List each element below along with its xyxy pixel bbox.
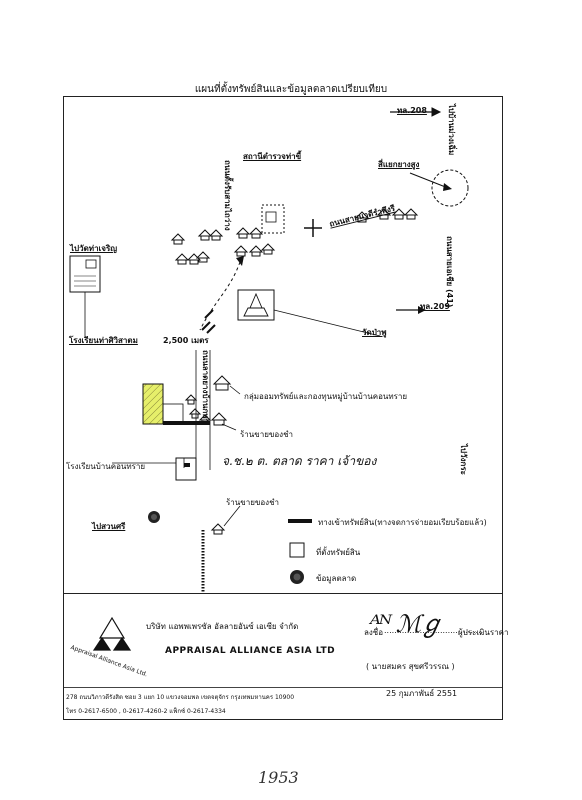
school-top-label: โรงเรียนท่าศิวิสาตม: [69, 336, 138, 345]
company-name-thai: บริษัท แอพพเพรซัล อัลลายอันซ์ เอเซีย จำก…: [146, 622, 299, 631]
to-suan-sri-label: ไปสวนศรี: [92, 522, 126, 531]
handwritten-note: จ.ช.๒ ต. ตลาด ราคา เจ้าของ: [222, 454, 377, 468]
sign-prefix: ลงชื่อ: [364, 628, 384, 637]
crossroad-plus: [304, 219, 322, 237]
property-parcel: [142, 383, 164, 425]
appraiser-name: ( นายสมคร สุขศรีวรรณ ): [366, 662, 455, 671]
map-title: แผนที่ตั้งทรัพย์สินและข้อมูลตลาดเปรียบเท…: [194, 84, 388, 95]
temple-icon: [237, 289, 275, 321]
to-surin-label: ไปวังกระ: [459, 444, 468, 475]
distance-label: 2,500 เมตร: [163, 336, 209, 345]
legend-market-data-label: ข้อมูลตลาด: [316, 574, 357, 583]
signature: ᴬᴺ ℳℊ: [370, 610, 443, 638]
junction-circle: [431, 169, 469, 207]
highway-41-label: ถนนสายเอเชีย (41): [445, 236, 454, 308]
shop-1-house: [210, 412, 228, 426]
house-cluster-top: [170, 208, 419, 265]
temple-label: วัดป่าพู: [362, 328, 387, 337]
school-building-icon: [175, 457, 197, 481]
road-209-label: ทล.209: [420, 302, 450, 311]
road-208-label: ทล.208: [397, 106, 427, 115]
market-data-marker-1: [148, 511, 160, 523]
footer-divider: [64, 687, 502, 688]
village-road-label: ถนนตั้งรับสามไถว่าง: [223, 160, 232, 231]
savings-group-house: [212, 375, 232, 391]
map-frame: [63, 96, 503, 594]
police-station-label: สถานีตำรวจท่าขี้: [243, 152, 302, 161]
junction-label: สี่แยกยางสูง: [378, 160, 420, 169]
lane-road-label: ถนนลาดยางบ้านกพว: [201, 350, 210, 424]
wat-building-icon: [69, 255, 101, 293]
legend-property-label: ที่ตั้งทรัพย์สิน: [316, 548, 361, 557]
legend-access-road-label: ทางเข้าทรัพย์สิน(ทางจดการจ่ายอมเรียบร้อย…: [318, 518, 487, 527]
shop-2-label: ร้านขายของชำ: [226, 498, 280, 507]
shop-2-house: [210, 523, 226, 535]
to-wat-label: ไปวัดท่าเจริญ: [70, 244, 118, 253]
company-address: 278 ถนนวิภาวดีรังสิต ซอย 3 แยก 10 แขวงจอ…: [66, 694, 295, 701]
school-bottom-label: โรงเรียนบ้านคอนทราย: [66, 462, 146, 471]
company-logo: [92, 616, 132, 651]
dashed-route: [199, 261, 241, 331]
road-208-arrow: [390, 107, 442, 117]
report-date: 25 กุมภาพันธ์ 2551: [386, 689, 458, 698]
to-ban-muang-label: ไปบ้านม่วงเฉิ่ม: [447, 104, 456, 156]
savings-group-label: กลุ่มออมทรัพย์และกองทุนหมู่บ้านบ้านคอนทร…: [244, 392, 408, 401]
adjacent-parcel: [162, 403, 184, 423]
legend-property-symbol: [289, 542, 305, 558]
company-name-english: APPRAISAL ALLIANCE ASIA LTD: [165, 646, 336, 656]
page-note: 1953: [258, 768, 299, 787]
police-station-box: [261, 204, 285, 234]
footer-box: [63, 594, 503, 720]
appraiser-role: ผู้ประเมินราคา: [458, 628, 509, 637]
sign-dots: .......................................: [384, 626, 484, 635]
legend-market-data-symbol: [290, 570, 304, 584]
company-phone: โทร 0-2617-6500 , 0-2617-4260-2 แฟ็กซ์ 0…: [66, 708, 226, 715]
shop-1-label: ร้านขายของชำ: [240, 430, 294, 439]
